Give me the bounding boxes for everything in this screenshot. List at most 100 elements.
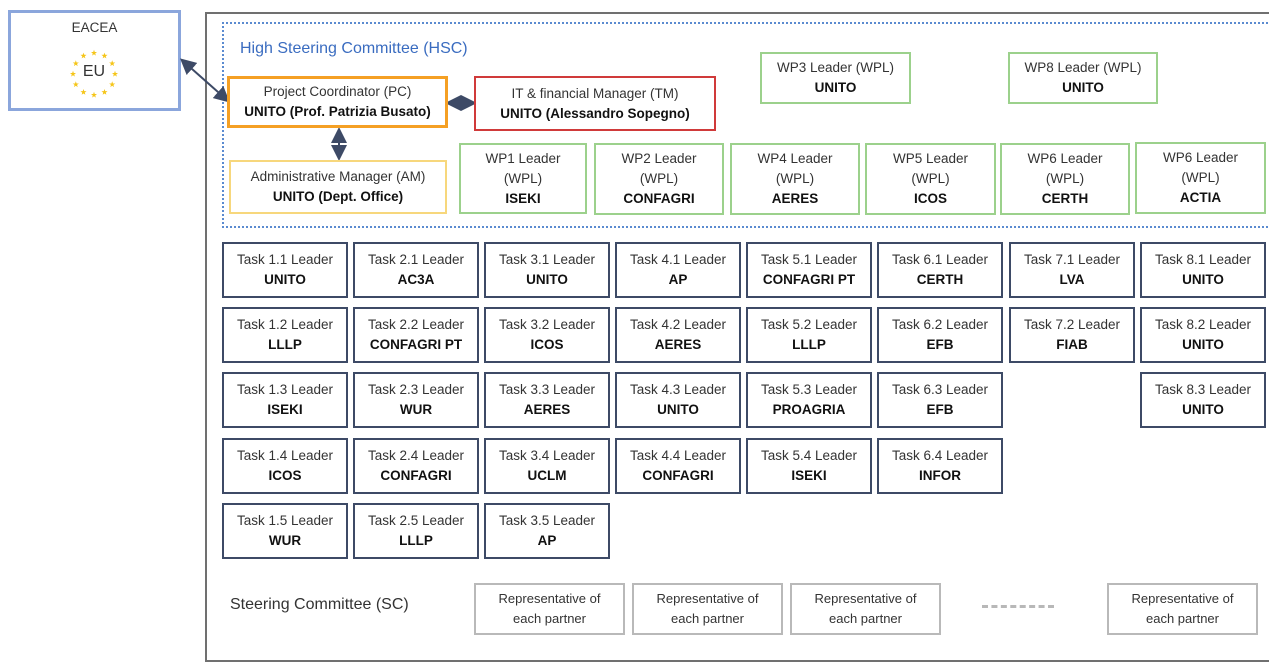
eu-star: [101, 88, 108, 95]
task-partner: AP: [537, 533, 557, 548]
wp-line2: (WPL): [639, 171, 679, 186]
task-title: Task 1.3 Leader: [236, 382, 334, 397]
wp-name: ICOS: [913, 191, 947, 206]
wp-line1: WP6 Leader: [1162, 150, 1239, 165]
task-title: Task 6.3 Leader: [891, 382, 989, 397]
task-partner: WUR: [268, 533, 302, 548]
task-partner: PROAGRIA: [772, 402, 846, 417]
eu-star: [109, 60, 116, 67]
wp-line1: WP1 Leader: [485, 150, 561, 166]
wp-name: ISEKI: [505, 190, 541, 206]
it-financial-manager-box: IT & financial Manager (TM) UNITO (Aless…: [474, 76, 716, 131]
connector-arrows: [180, 58, 477, 161]
task-title: Task 2.1 Leader: [367, 252, 465, 267]
am-role: Administrative Manager (AM): [250, 169, 426, 184]
wp-line1: WP6 Leader: [1027, 151, 1103, 166]
task-title: Task 8.3 Leader: [1154, 382, 1252, 397]
eacea-label: EACEA: [71, 20, 118, 35]
eu-star: [111, 70, 119, 77]
task-partner: EFB: [926, 402, 954, 417]
wp-line2: (WPL): [775, 171, 815, 186]
task-partner: ISEKI: [267, 402, 303, 417]
eu-logo-text: EU: [82, 63, 106, 80]
task-title: Task 3.4 Leader: [498, 448, 596, 463]
task-partner: AERES: [654, 337, 702, 352]
task-partner: INFOR: [919, 468, 961, 483]
wp-name: UNITO: [1062, 80, 1104, 95]
task-title: Task 2.5 Leader: [367, 513, 465, 528]
wp-name: UNITO: [814, 80, 857, 95]
eu-star: [72, 60, 79, 67]
wp-line2: (WPL): [1045, 171, 1085, 186]
rep-line1: Representative of: [814, 591, 917, 606]
wp-role: WP8 Leader (WPL): [1024, 60, 1142, 75]
rep-line2: each partner: [671, 611, 744, 626]
project-coordinator-box: Project Coordinator (PC) UNITO (Prof. Pa…: [227, 76, 448, 128]
task-partner: AP: [668, 272, 688, 287]
pc-role: Project Coordinator (PC): [263, 84, 412, 99]
wp-line1: WP5 Leader: [892, 151, 969, 166]
eu-flag-icon: [69, 49, 119, 98]
task-partner: WUR: [399, 402, 433, 417]
hsc-title: High Steering Committee (HSC): [240, 40, 468, 57]
eu-star: [80, 88, 87, 95]
task-title: Task 3.1 Leader: [498, 252, 596, 267]
wp-line2: (WPL): [503, 170, 543, 186]
task-title: Task 4.2 Leader: [629, 317, 727, 332]
wp1-leader-box: WP1 Leader (WPL) ISEKI: [459, 143, 587, 214]
hsc-container: [222, 22, 1269, 228]
task-title: Task 4.1 Leader: [629, 252, 727, 267]
task-title: Task 5.2 Leader: [760, 317, 858, 332]
sc-title: Steering Committee (SC): [230, 596, 409, 613]
eu-star: [90, 49, 98, 56]
wp-line1: WP4 Leader: [757, 151, 833, 166]
task-partner: LVA: [1059, 272, 1085, 287]
ellipsis-dashes: [982, 605, 1054, 608]
wp-name: ACTIA: [1179, 190, 1222, 205]
pc-to-eacea-arrow: [180, 58, 230, 103]
eu-star: [109, 81, 116, 88]
task-partner: CONFAGRI: [642, 468, 714, 483]
eu-star: [101, 52, 108, 59]
task-partner: UNITO: [1182, 272, 1224, 287]
task-partner: FIAB: [1056, 337, 1088, 352]
task-title: Task 6.4 Leader: [891, 448, 989, 463]
pc-name: UNITO (Prof. Patrizia Busato): [244, 104, 431, 119]
am-name: UNITO (Dept. Office): [272, 189, 404, 204]
task-title: Task 1.1 Leader: [236, 252, 334, 267]
task-partner: LLLP: [268, 337, 302, 352]
eu-star: [69, 70, 77, 77]
wp-name: AERES: [771, 191, 819, 206]
wp4-leader-box: WP4 Leader (WPL) AERES: [730, 143, 860, 215]
task-title: Task 2.4 Leader: [367, 448, 465, 463]
task-partner: CERTH: [916, 272, 964, 287]
task-partner: AC3A: [397, 272, 435, 287]
task-title: Task 6.2 Leader: [891, 317, 989, 332]
task-title: Task 5.4 Leader: [760, 448, 858, 463]
task-partner: ICOS: [268, 468, 302, 483]
